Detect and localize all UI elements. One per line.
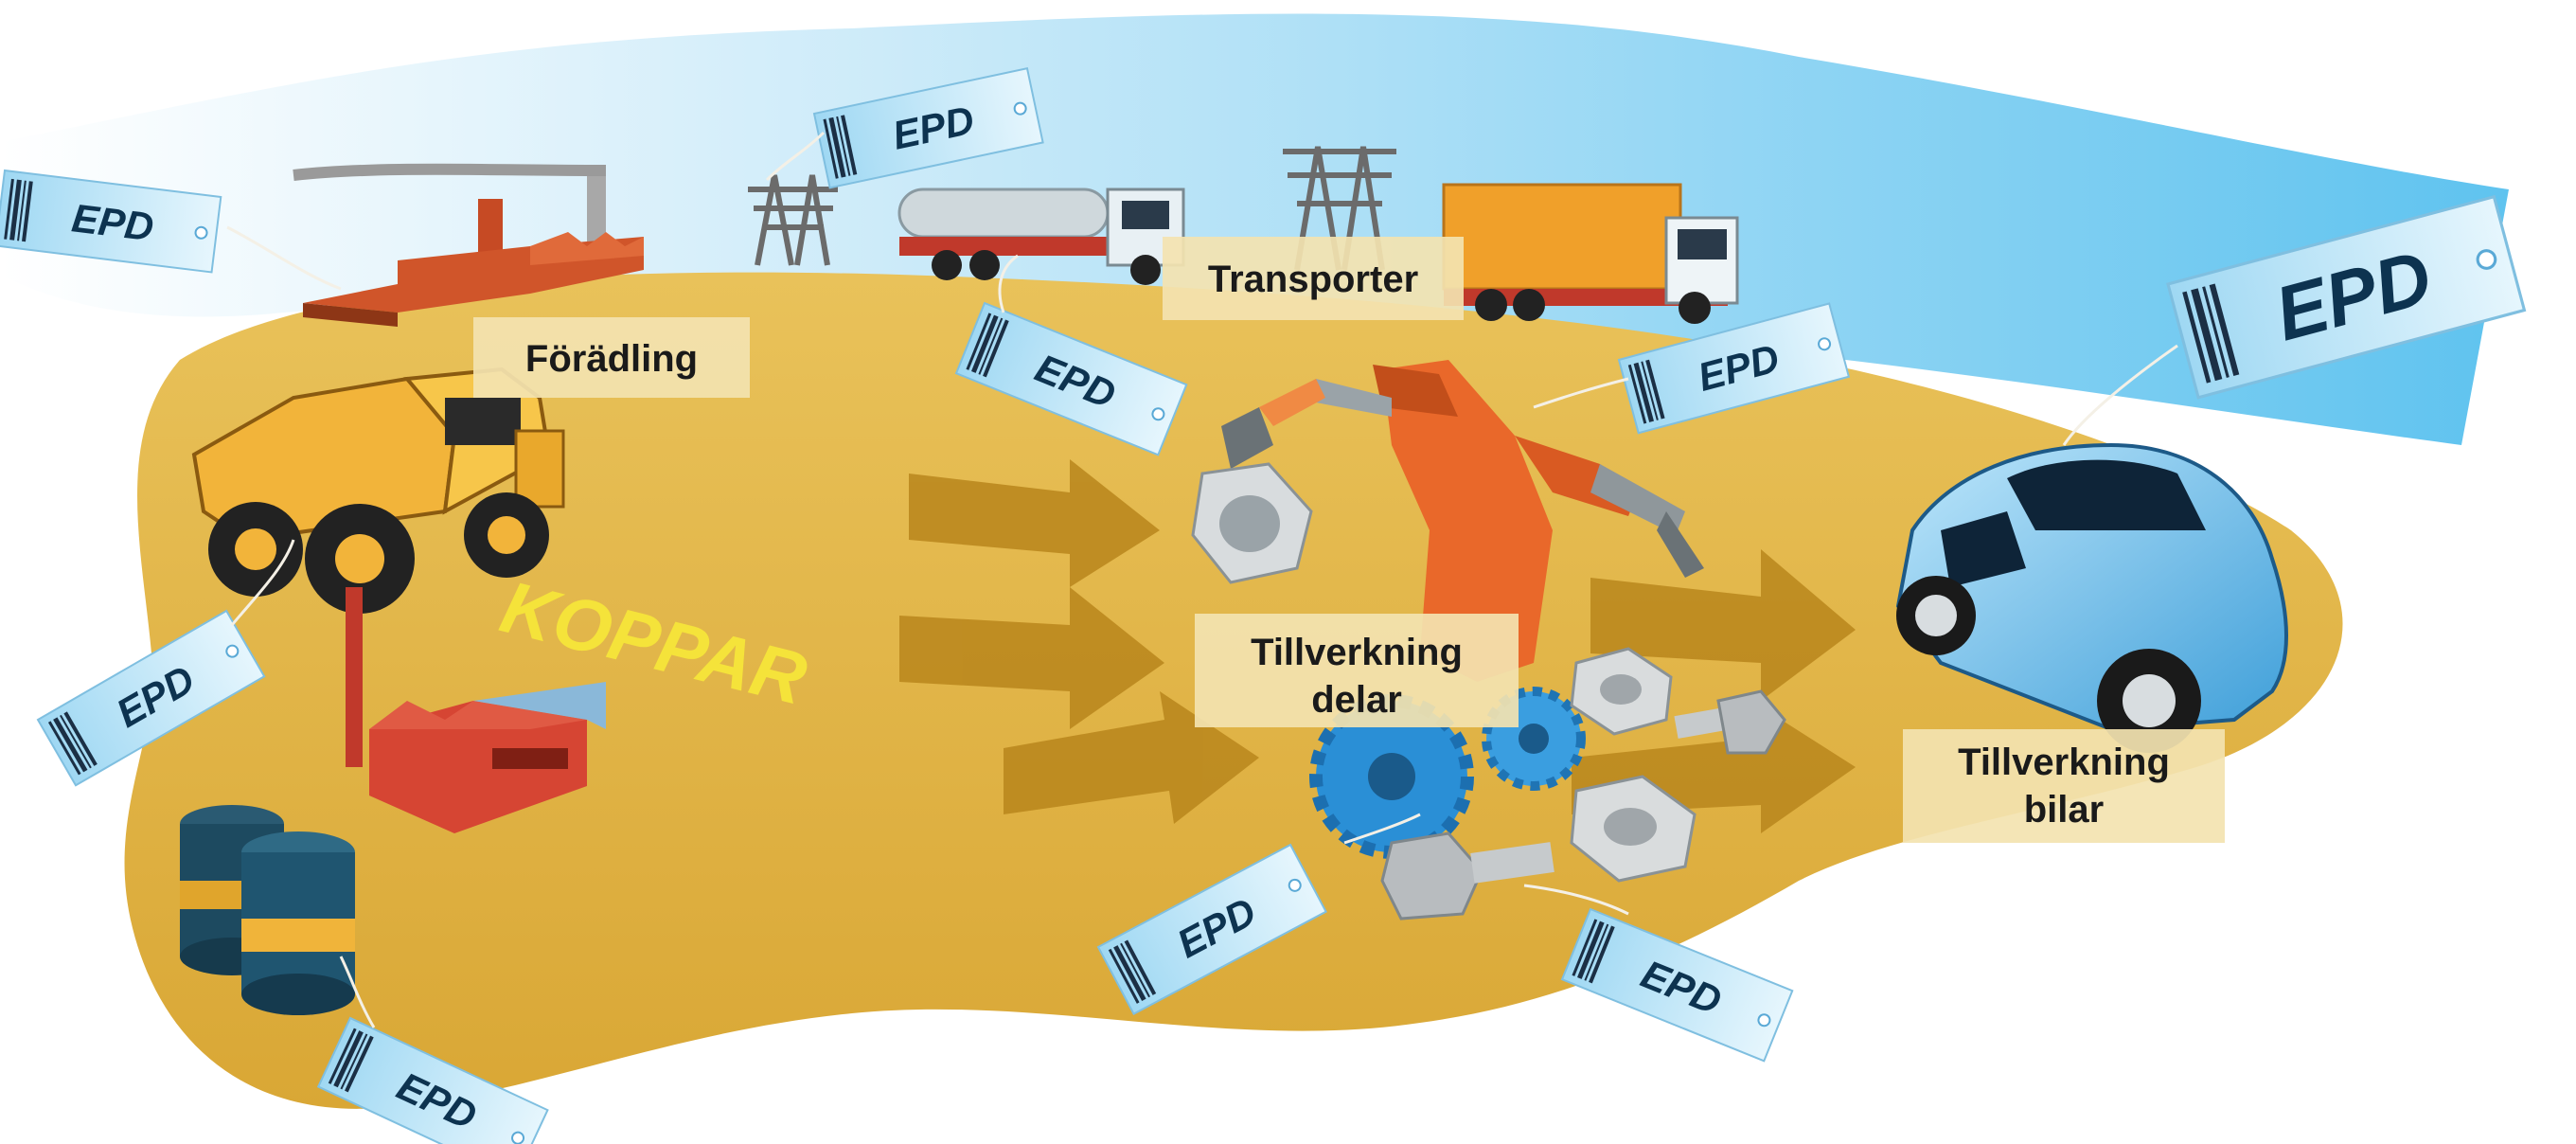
label-tillverkning-bilar-line2: bilar — [2024, 789, 2104, 831]
label-transporter-text: Transporter — [1208, 259, 1418, 300]
oil-barrels — [180, 805, 355, 1015]
power-pylon-left — [748, 174, 838, 266]
label-tillverkning-bilar: Tillverkning bilar — [1903, 729, 2225, 843]
label-transporter: Transporter — [1163, 237, 1464, 320]
box-truck — [1442, 183, 1739, 324]
sky-band — [0, 13, 2509, 445]
epd-tag-4: EPD — [1618, 302, 1850, 435]
tag-strings — [226, 131, 2178, 1028]
bolt-1 — [1674, 689, 1786, 755]
electric-car — [1895, 442, 2288, 753]
large-nut — [1191, 462, 1313, 584]
nut-2 — [1570, 775, 1697, 883]
label-tillverkning-bilar-line1: Tillverkning — [1958, 742, 2170, 783]
power-pylon-right — [1283, 146, 1396, 271]
epd-tag-large: EPD — [2166, 195, 2526, 400]
epd-tag-3: EPD — [955, 302, 1188, 456]
bolt-2 — [1380, 831, 1554, 921]
factory-building — [346, 587, 606, 833]
label-tillverkning-delar-line2: delar — [1311, 679, 1402, 721]
epd-tag-7: EPD — [1097, 844, 1327, 1015]
epd-tag-2: EPD — [813, 67, 1044, 189]
label-foradling: Förädling — [473, 317, 750, 398]
epd-tag-6: EPD — [317, 1017, 549, 1144]
epd-tag-8: EPD — [1561, 908, 1794, 1063]
label-tillverkning-delar: Tillverkning delar — [1195, 614, 1519, 727]
mining-truck — [191, 366, 565, 614]
smelter-factory — [293, 163, 644, 327]
label-tillverkning-delar-line1: Tillverkning — [1251, 632, 1463, 673]
epd-tag-1-text: EPD — [69, 195, 155, 249]
nut-1 — [1570, 647, 1673, 736]
label-foradling-text: Förädling — [525, 338, 698, 380]
robot-arm — [1221, 360, 1704, 682]
epd-tag-1: EPD — [0, 170, 222, 274]
